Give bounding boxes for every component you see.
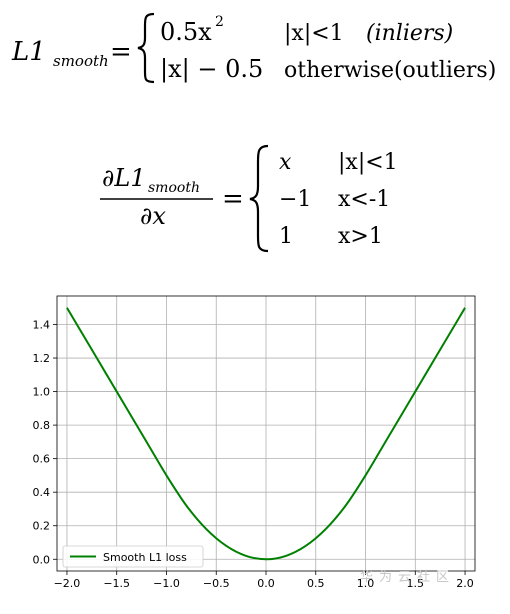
y-tick-label: 0.0 xyxy=(33,553,51,566)
legend-label: Smooth L1 loss xyxy=(103,551,187,564)
y-tick-label: 0.6 xyxy=(33,453,51,466)
f2-numerator-sub: smooth xyxy=(148,180,200,196)
y-tick-label: 1.0 xyxy=(33,386,51,399)
f2-equals: = xyxy=(222,184,244,214)
f1-lhs-base: L1 xyxy=(11,37,46,67)
x-tick-label: 1.5 xyxy=(407,577,425,590)
f1-left-brace xyxy=(137,12,155,84)
f1-case1-note: (inliers) xyxy=(366,21,453,46)
f1-case2-expr: |x| − 0.5 xyxy=(160,55,263,84)
series-line-smooth-l1-loss xyxy=(66,307,466,561)
y-tick-label: 1.4 xyxy=(33,319,51,332)
x-tick-label: −1.0 xyxy=(153,577,180,590)
x-tick-label: 0.5 xyxy=(307,577,325,590)
f1-case1-expr: 0.5x xyxy=(160,18,212,46)
x-tick-label: 2.0 xyxy=(456,577,474,590)
smooth-l1-derivative-formula: ∂L1 smooth ∂x = x |x|<1 −1 x<-1 1 x>1 xyxy=(100,144,398,253)
y-axis-ticks: 0.0 0.2 0.4 0.6 0.8 1.0 1.2 1.4 xyxy=(33,319,57,566)
formulas: L1 smooth = 0.5x 2 |x|<1 (inliers) |x| −… xyxy=(11,12,496,253)
x-tick-label: −0.5 xyxy=(203,577,230,590)
y-tick-label: 0.8 xyxy=(33,419,51,432)
f1-case2-condition: otherwise(outliers) xyxy=(284,58,496,83)
f2-case1-condition: |x|<1 xyxy=(338,150,398,175)
f1-case1-condition: |x|<1 xyxy=(284,21,344,46)
chart-legend: Smooth L1 loss xyxy=(62,545,204,568)
watermark: 华为云社区 xyxy=(360,570,456,585)
f2-left-brace xyxy=(249,144,269,253)
f1-lhs-sub: smooth xyxy=(53,52,109,70)
x-tick-label: 0.0 xyxy=(257,577,275,590)
f2-case3-condition: x>1 xyxy=(338,224,383,249)
x-tick-label: −1.5 xyxy=(103,577,130,590)
f2-case3-expr: 1 xyxy=(279,224,293,249)
f2-case1-expr: x xyxy=(279,150,292,175)
chart-grid xyxy=(57,296,475,571)
y-tick-label: 1.2 xyxy=(33,352,51,365)
smooth-l1-formula: L1 smooth = 0.5x 2 |x|<1 (inliers) |x| −… xyxy=(11,12,496,84)
y-tick-label: 0.4 xyxy=(33,486,51,499)
y-tick-label: 0.2 xyxy=(33,520,51,533)
x-tick-label: 1.0 xyxy=(357,577,375,590)
f1-equals: = xyxy=(110,37,132,67)
legend-box xyxy=(62,545,204,568)
chart-series xyxy=(66,307,466,561)
f2-case2-condition: x<-1 xyxy=(338,187,390,212)
f2-case2-expr: −1 xyxy=(279,187,311,212)
f1-case1-exponent: 2 xyxy=(215,14,224,30)
f2-numerator-base: ∂L1 xyxy=(102,164,146,192)
x-axis-ticks: −2.0 −1.5 −1.0 −0.5 0.0 0.5 1.0 1.5 2.0 xyxy=(54,571,474,590)
f2-denominator: ∂x xyxy=(140,202,166,230)
x-tick-label: −2.0 xyxy=(54,577,81,590)
